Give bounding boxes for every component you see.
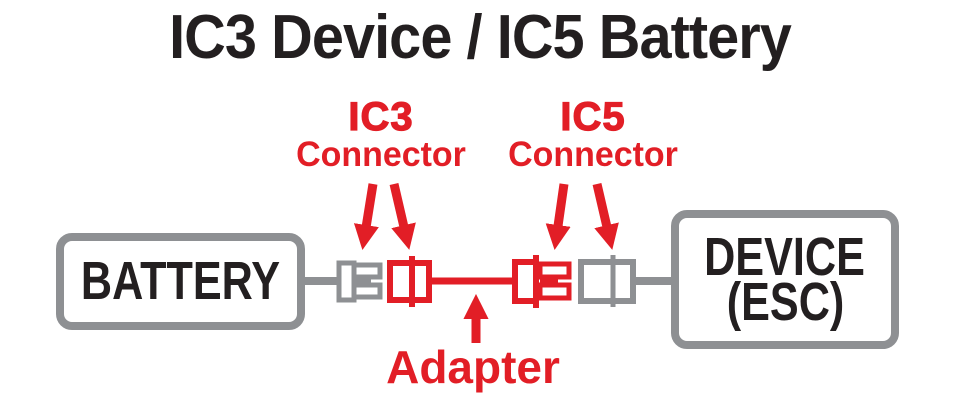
adapter-label: Adapter [386,341,560,393]
ic5-device-socket [578,255,636,307]
device-label-line1: DEVICE [704,226,866,287]
battery-label: BATTERY [80,251,281,311]
ic5-connector-label: IC5 Connector [483,95,703,174]
ic5-arrow-right-icon [592,182,619,250]
ic3-label-sub: Connector [296,135,466,174]
ic3-battery-plug [336,260,383,303]
ic5-arrow-left-icon [545,183,571,250]
battery-box: BATTERY [56,233,305,330]
device-box: DEVICE (ESC) [671,210,899,349]
ic3-label-name: IC3 [348,95,414,139]
device-label-line2: (ESC) [726,271,844,332]
ic5-label-name: IC5 [560,95,626,139]
diagram-title: IC3 Device / IC5 Battery [169,3,792,72]
ic3-connector-label: IC3 Connector [271,95,491,174]
ic3-adapter-socket [387,256,432,307]
ic3-arrow-left-icon [353,183,379,250]
ic3-arrow-right-icon [389,182,416,250]
ic5-label-sub: Connector [508,135,678,174]
ic5-adapter-plug [512,255,572,308]
